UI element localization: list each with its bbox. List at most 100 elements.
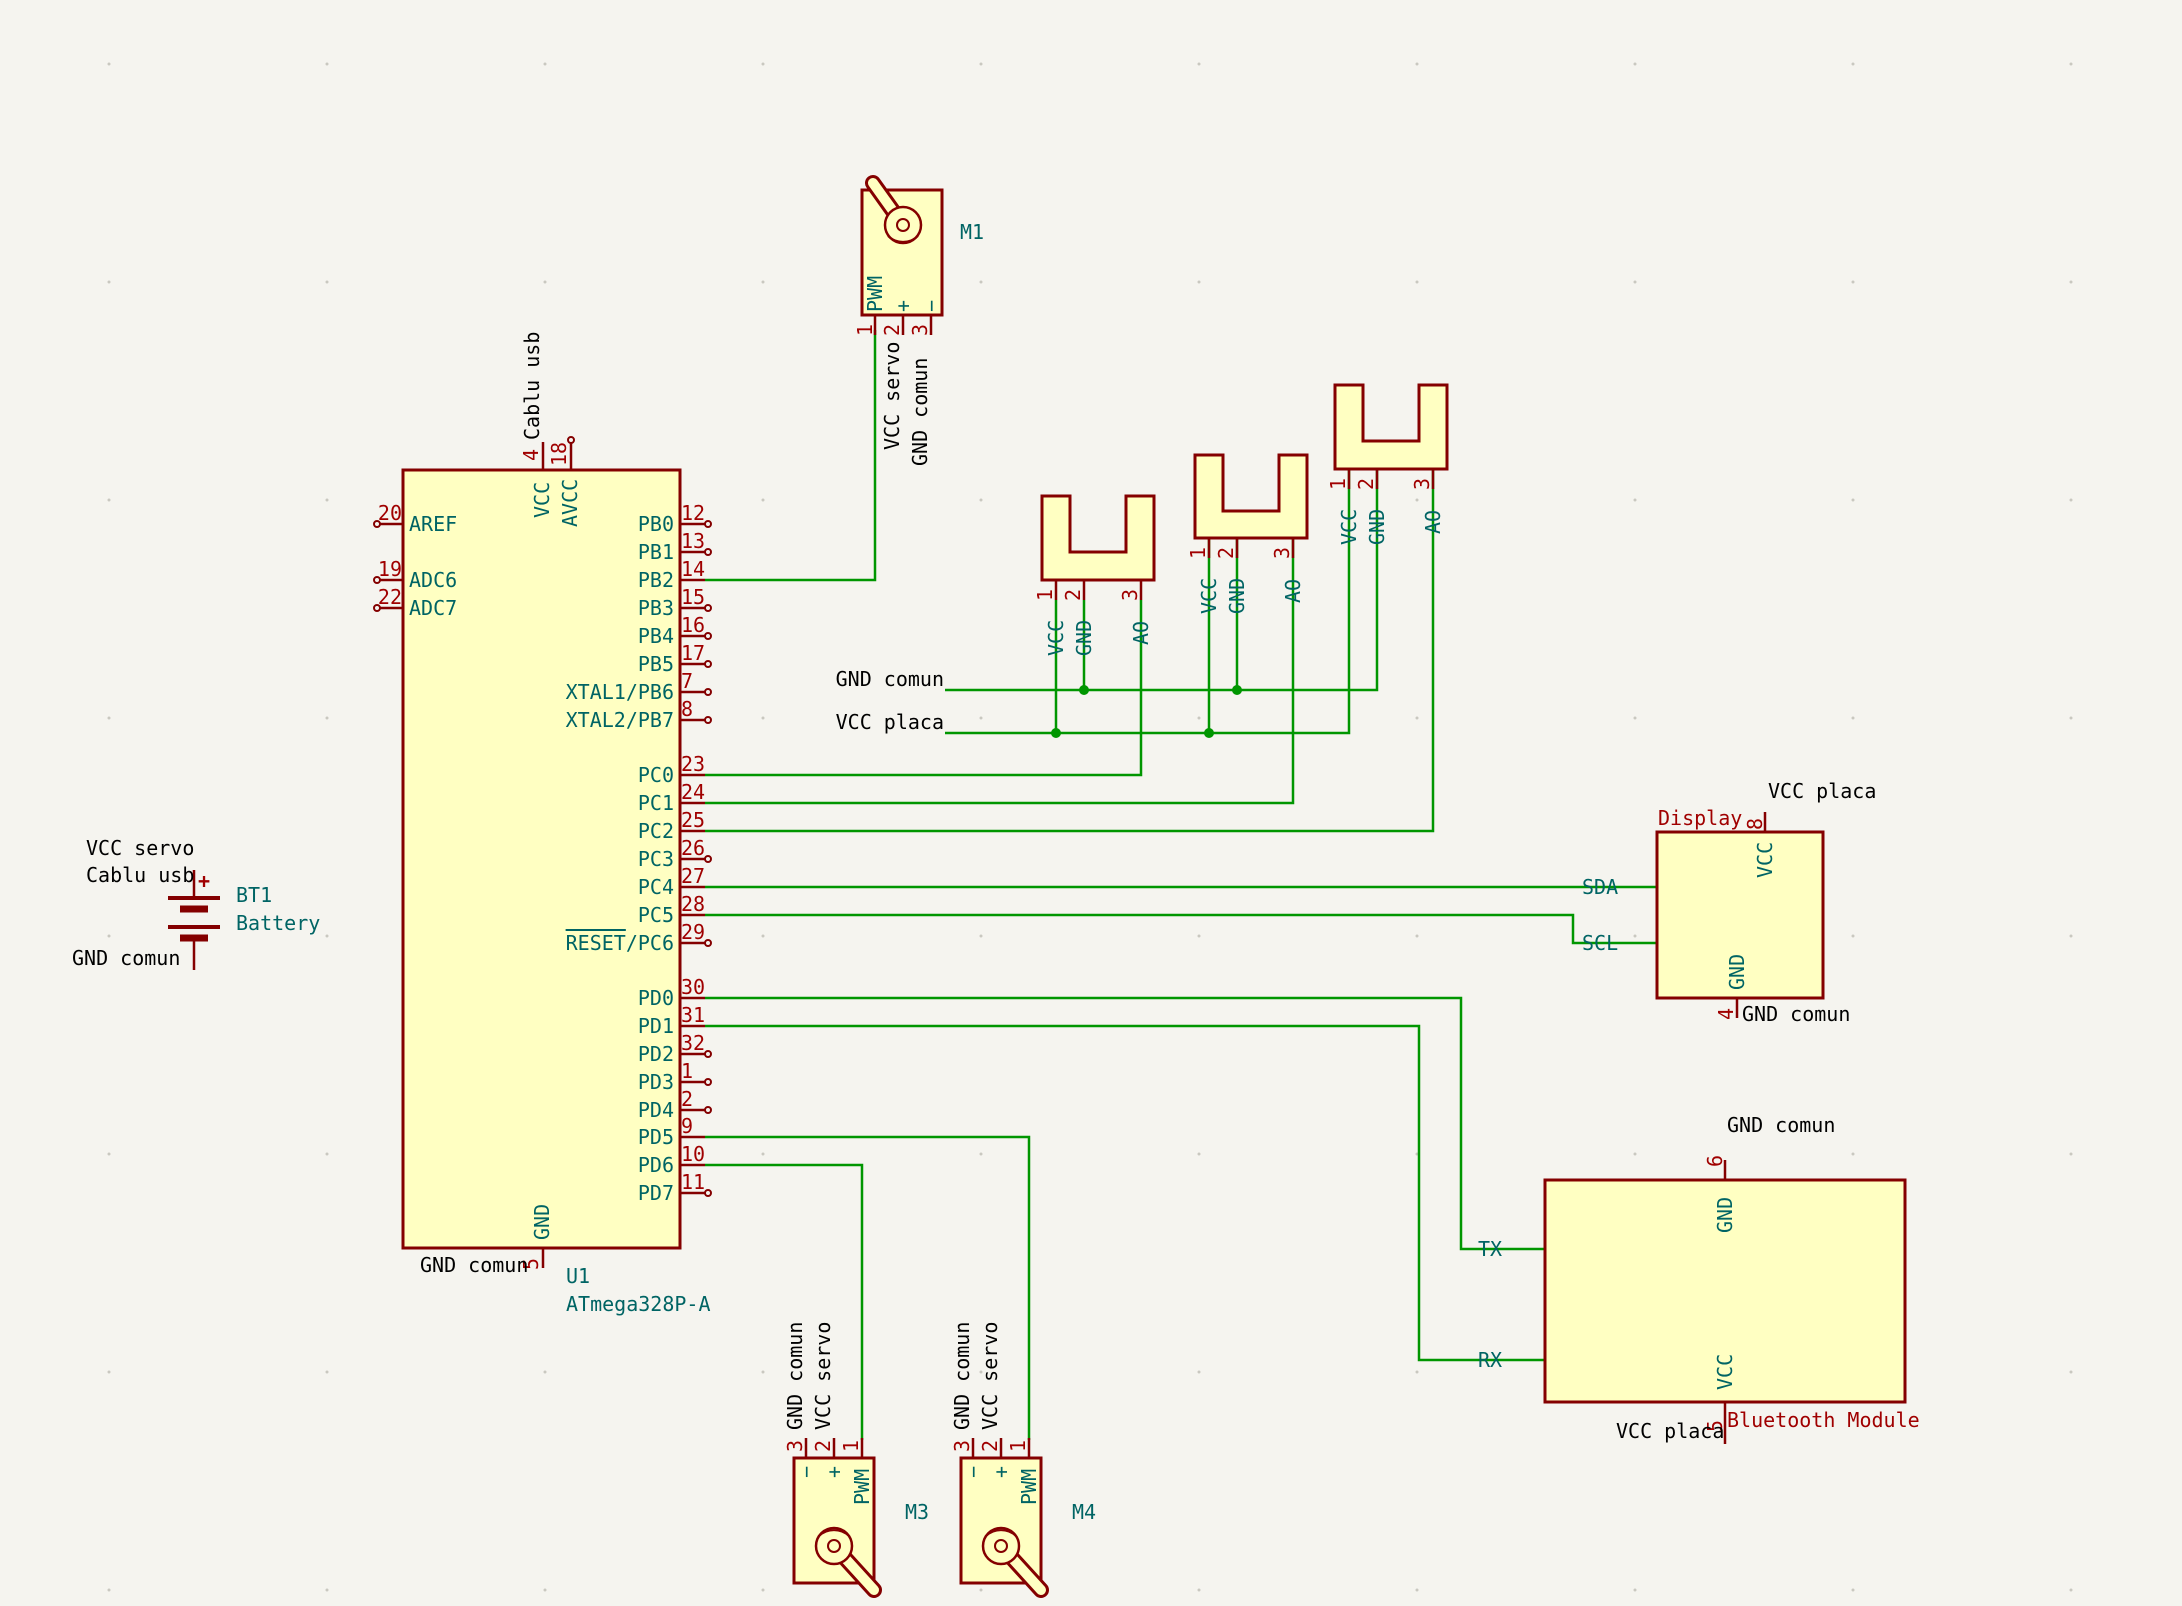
battery-reference: BT1 [236, 883, 272, 907]
wires [705, 330, 1657, 1440]
grid-dot [1197, 62, 1201, 66]
servo-m1-pin2: 2 [880, 324, 904, 336]
sensor-1-body[interactable] [1040, 494, 1156, 582]
grid-dot [1197, 934, 1201, 938]
wire-pd6-m3[interactable] [705, 1163, 864, 1440]
wire-pc5-scl[interactable] [705, 913, 1657, 945]
mcu-pin-number: 28 [681, 892, 705, 916]
wire-pd0-tx[interactable] [705, 996, 1545, 1251]
mcu-avcc-pin-number: 18 [547, 442, 571, 466]
servo-m3-pin1: 1 [839, 1440, 863, 1452]
bluetooth-vcc-pin-name: VCC [1713, 1354, 1737, 1390]
mcu-pin-name: PD5 [638, 1125, 674, 1149]
mcu-pin-number: 30 [681, 975, 705, 999]
mcu-pin-name: PD4 [638, 1098, 674, 1122]
background-grid [107, 62, 2073, 1592]
grid-dot [107, 62, 111, 66]
mcu-pin-number: 13 [681, 529, 705, 553]
servo-m3-minus-label: − [794, 1466, 818, 1478]
servo-m4-pin1: 1 [1006, 1440, 1030, 1452]
sensor-pin-number: 2 [1354, 478, 1378, 490]
junction [1204, 728, 1214, 738]
grid-dot [761, 1588, 765, 1592]
servo-m3[interactable]: − + PWM 3 2 1 GND comun VCC servo M3 [783, 1322, 929, 1598]
grid-dot [2069, 498, 2073, 502]
mcu-pin-number: 31 [681, 1003, 705, 1027]
mcu-pin-name: PB4 [638, 624, 674, 648]
bluetooth-body[interactable] [1543, 1178, 1907, 1404]
mcu-pin-name: ADC6 [409, 568, 457, 592]
display-vcc-net: VCC placa [1768, 779, 1876, 803]
grid-dot [107, 1588, 111, 1592]
mcu-pin-number: 17 [681, 641, 705, 665]
junction [1079, 685, 1089, 695]
servo-m3-pwm-label: PWM [850, 1469, 874, 1505]
mcu-pin-number: 26 [681, 836, 705, 860]
wire-pc1-s2[interactable] [705, 530, 1295, 805]
wire-pd5-m4[interactable] [705, 1135, 1031, 1440]
mcu-pin-name: PD2 [638, 1042, 674, 1066]
grid-dot [325, 934, 329, 938]
sensor-3-body[interactable] [1333, 383, 1449, 471]
mcu-gnd-pin-name: GND [530, 1204, 554, 1240]
wire-vcc-bus[interactable] [945, 470, 1351, 735]
servo-m1-gnd-net: GND comun [908, 358, 932, 466]
servo-m1[interactable]: PWM + − 1 2 3 VCC servo GND comun M1 [853, 175, 984, 466]
pin-unconnected-marker [373, 604, 381, 612]
mcu-vcc-pin-name: VCC [530, 482, 554, 518]
grid-dot [1633, 62, 1637, 66]
sensor-2[interactable]: 1 2 3 VCC GND AO [1186, 453, 1309, 614]
grid-dot [761, 62, 765, 66]
servo-m4-pin3: 3 [950, 1440, 974, 1452]
mcu-pin-number: 9 [681, 1114, 693, 1138]
servo-horn-icon [865, 175, 923, 245]
grid-dot [2069, 934, 2073, 938]
mcu-pin-name: PC5 [638, 903, 674, 927]
sensor-pin-number: 1 [1326, 478, 1350, 490]
sensor-pin-name: VCC [1337, 509, 1361, 545]
sensor-pin-number: 1 [1033, 589, 1057, 601]
grid-dot [761, 716, 765, 720]
grid-dot [1197, 1588, 1201, 1592]
wire-pd1-rx[interactable] [705, 1024, 1545, 1362]
sensor-pin-number: 3 [1118, 589, 1142, 601]
sensor-pin-name: VCC [1197, 578, 1221, 614]
bluetooth-module[interactable]: 6 GND VCC 5 Bluetooth Module TX RX GND c… [1478, 1113, 1920, 1444]
servo-m1-vcc-net: VCC servo [880, 342, 904, 450]
grid-dot [1415, 934, 1419, 938]
display-module[interactable]: Display 8 VCC GND 4 SDA SCL VCC placa GN… [1582, 779, 1876, 1026]
mcu-pin-name: XTAL2/PB7 [566, 708, 674, 732]
servo-horn-icon [814, 1526, 882, 1598]
grid-dot [761, 498, 765, 502]
grid-dot [2069, 1152, 2073, 1156]
grid-dot [2069, 716, 2073, 720]
wire-pc2-s3[interactable] [705, 470, 1435, 833]
sensor-pin-name: VCC [1044, 620, 1068, 656]
sensor-3[interactable]: 1 2 3 VCC GND AO [1326, 383, 1449, 545]
mcu-pin-number: 16 [681, 613, 705, 637]
mcu-pin-name: PD0 [638, 986, 674, 1010]
grid-dot [2069, 280, 2073, 284]
mcu-pin-name: PC3 [638, 847, 674, 871]
battery-bt1[interactable]: + BT1 Battery VCC servo Cablu usb GND co… [72, 836, 320, 970]
sensor-1[interactable]: 1 2 3 VCC GND AO [1033, 494, 1156, 656]
sensor-pin-number: 1 [1186, 547, 1210, 559]
display-gnd-pin-name: GND [1725, 954, 1749, 990]
sensor-2-body[interactable] [1193, 453, 1309, 540]
wire-pc0-s1[interactable] [705, 600, 1143, 777]
wire-pb2-m1[interactable] [705, 330, 877, 582]
mcu-reference: U1 [566, 1264, 590, 1288]
display-body[interactable] [1655, 830, 1825, 1000]
servo-m4[interactable]: − + PWM 3 2 1 GND comun VCC servo M4 [950, 1322, 1096, 1598]
servo-m3-body[interactable] [792, 1456, 876, 1585]
grid-dot [325, 280, 329, 284]
grid-dot [1851, 716, 1855, 720]
mcu-pin-number: 24 [681, 780, 705, 804]
servo-m1-pwm-label: PWM [863, 276, 887, 312]
grid-dot [761, 1152, 765, 1156]
mcu-pin-number: 10 [681, 1142, 705, 1166]
wire-gnd-bus[interactable] [945, 470, 1379, 692]
servo-m3-plus-label: + [822, 1466, 846, 1478]
